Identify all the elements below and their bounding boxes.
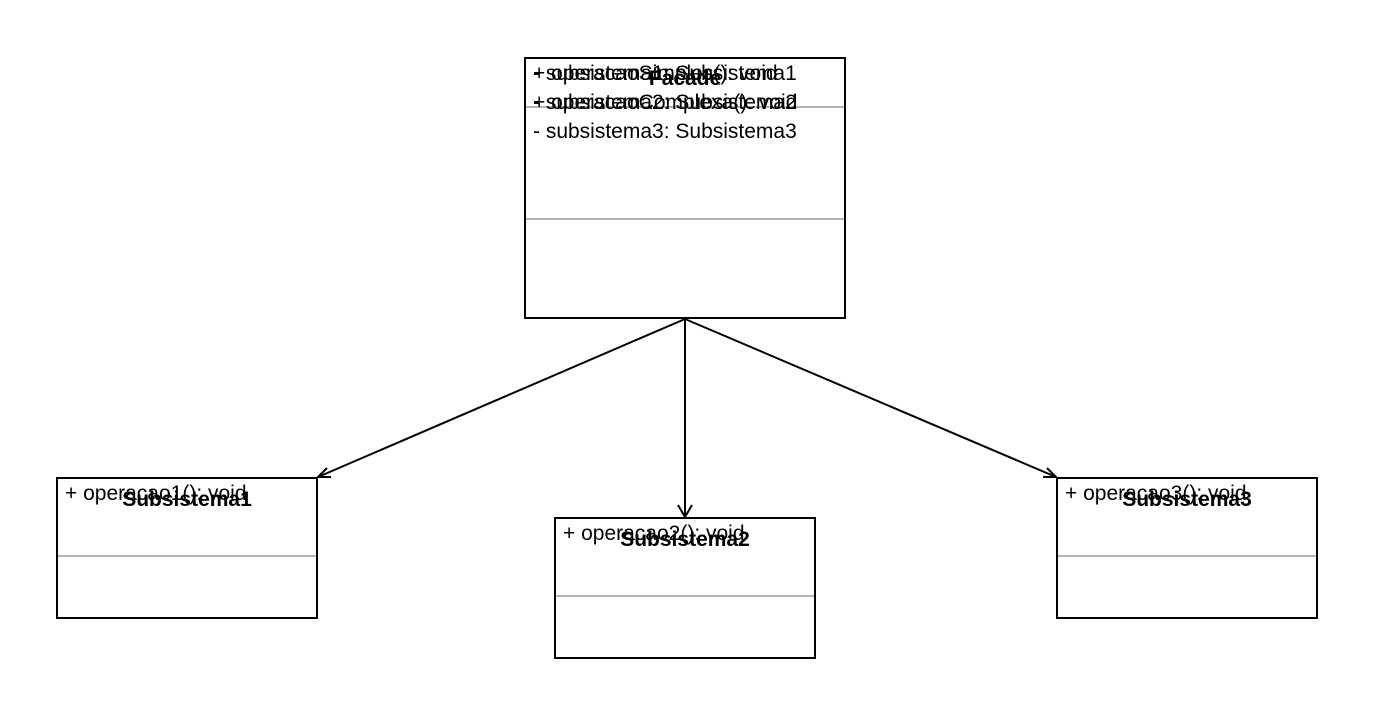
attribute-subsistema1: - subsistema1: Subsistema1: [533, 62, 797, 85]
class-name: Subsistema2: [620, 528, 750, 551]
attribute-subsistema2: - subsistema2: Subsistema2: [533, 91, 797, 114]
arrowhead-subsistema1: [315, 467, 331, 478]
compartment-divider: [556, 595, 814, 597]
compartment-divider: [526, 106, 844, 108]
operation-operacao3: + operacao3(): void: [1065, 482, 1247, 505]
class-name: Subsistema3: [1122, 488, 1252, 511]
compartment-divider: [526, 218, 844, 220]
compartment-divider: [58, 555, 316, 557]
association-facade-subsistema1: [317, 318, 686, 478]
operation-operacao1: + operacao1(): void: [65, 482, 247, 505]
class-subsistema1[interactable]: Subsistema1 + operacao1(): void: [56, 477, 318, 619]
attribute-subsistema3: - subsistema3: Subsistema3: [533, 120, 797, 143]
class-name: Facade: [648, 67, 722, 90]
compartment-divider: [1058, 555, 1316, 557]
class-facade[interactable]: Facade - subsistema1: Subsistema1 - subs…: [524, 57, 846, 319]
class-name: Subsistema1: [122, 488, 252, 511]
operation-operacao-simples: + operacaoSimples(): void: [533, 62, 778, 85]
operation-operacao-complexa: + operacaoComplexa(): void: [533, 91, 798, 114]
class-subsistema3[interactable]: Subsistema3 + operacao3(): void: [1056, 477, 1318, 619]
class-subsistema2[interactable]: Subsistema2 + operacao2(): void: [554, 517, 816, 659]
operation-operacao2: + operacao2(): void: [563, 522, 745, 545]
association-facade-subsistema3: [684, 318, 1057, 478]
